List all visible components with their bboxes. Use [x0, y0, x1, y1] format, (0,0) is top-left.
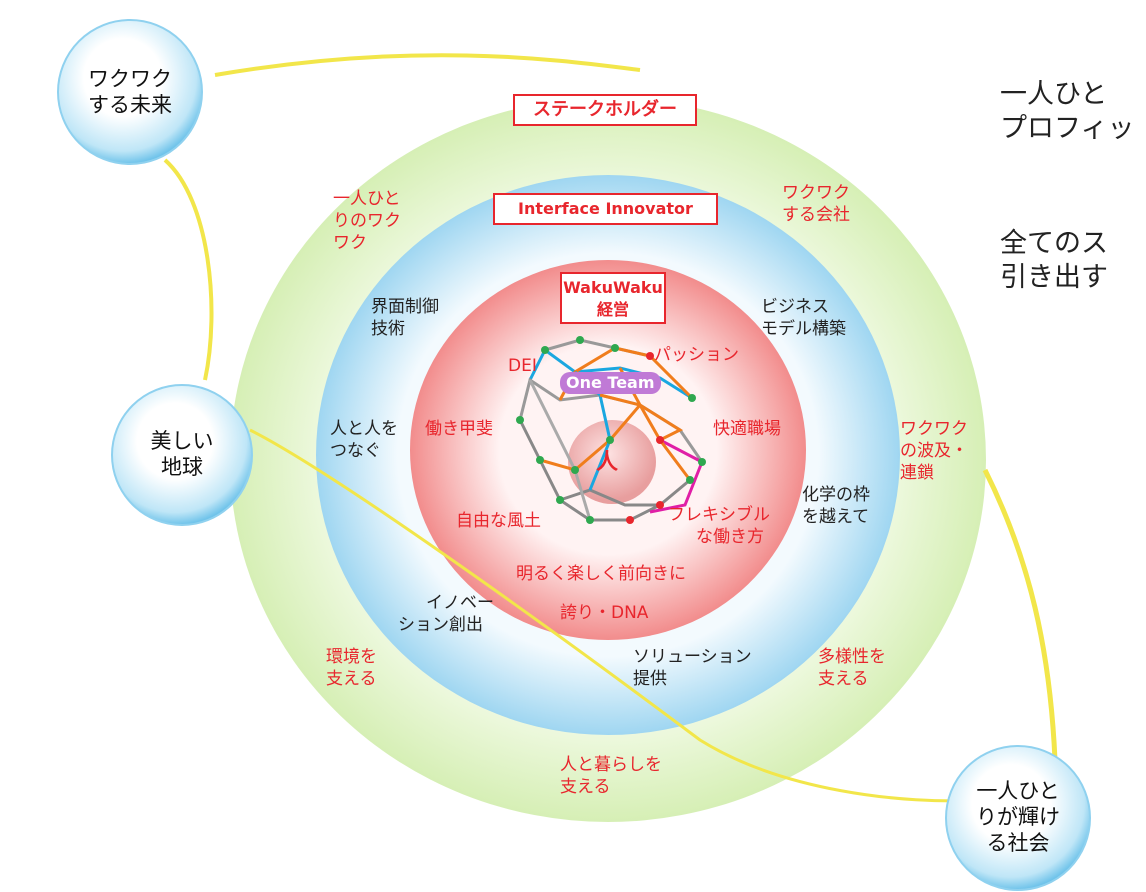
- item-bright: 明るく楽しく前向きに: [516, 564, 686, 584]
- bubble-line: 美しい: [150, 429, 214, 453]
- orbit-line-front: [249, 428, 986, 803]
- item-flexible: フレキシブル な働き方: [668, 504, 770, 548]
- text-line: ワク: [333, 233, 367, 253]
- inner-ring-label-line: 経営: [596, 300, 629, 319]
- bubble-line: りが輝け: [976, 805, 1060, 829]
- item-wakuwaku-spread: ワクワク の波及・ 連鎖: [900, 418, 968, 484]
- middle-ring-label: Interface Innovator: [493, 193, 718, 225]
- item-wakuwaku-company: ワクワク する会社: [782, 182, 850, 226]
- inner-ring-label-line: WakuWaku: [563, 278, 663, 297]
- text-line: 人と人を: [330, 419, 398, 439]
- outer-ring-label: ステークホルダー: [513, 94, 697, 126]
- bubble-mid-left: [111, 384, 253, 526]
- side-text-2: プロフィッ: [1000, 113, 1135, 144]
- text-line: ワクワク: [782, 183, 850, 203]
- bubble-line: する未来: [88, 93, 172, 117]
- network-nodes: [516, 336, 706, 524]
- text-line: 支える: [818, 669, 869, 689]
- bubble-mid-left-text: 美しい 地球: [132, 428, 232, 480]
- inner-ring-label: WakuWaku 経営: [560, 272, 666, 324]
- text-line: つなぐ: [330, 441, 381, 461]
- item-support-diversity: 多様性を 支える: [818, 646, 886, 690]
- text-line: イノベー: [426, 593, 494, 613]
- item-dei: DEI: [508, 356, 537, 376]
- text-line: な働き方: [696, 527, 764, 547]
- item-pride: 誇り・DNA: [560, 603, 649, 623]
- orbit-line-right: [982, 468, 1058, 761]
- text-line: モデル構築: [761, 319, 846, 339]
- bubble-line: 一人ひと: [976, 779, 1060, 803]
- text-line: を越えて: [802, 507, 870, 527]
- bubble-bottom-right-text: 一人ひと りが輝け る社会: [963, 778, 1073, 856]
- text-line: 多様性を: [818, 647, 886, 667]
- text-line: の波及・: [900, 441, 968, 461]
- text-line: 界面制御: [371, 297, 439, 317]
- text-line: 支える: [326, 669, 377, 689]
- core-sphere: [568, 420, 656, 504]
- text-line: ソリューション: [633, 647, 752, 667]
- text-line: 連鎖: [900, 463, 934, 483]
- item-solution: ソリューション 提供: [633, 646, 752, 690]
- item-worth: 働き甲斐: [425, 419, 493, 439]
- orbit-line-left: [163, 158, 214, 381]
- item-passion: パッション: [654, 345, 739, 365]
- side-text-3: 全てのス: [1000, 228, 1108, 259]
- text-line: 提供: [633, 669, 667, 689]
- item-free-culture: 自由な風土: [456, 511, 541, 531]
- item-wakuwaku-person: 一人ひと りのワク ワク: [333, 188, 401, 254]
- bubble-top-left: [57, 19, 203, 165]
- text-line: ション創出: [398, 615, 483, 635]
- text-line: 人と暮らしを: [560, 755, 662, 775]
- item-connect-people: 人と人を つなぐ: [330, 418, 398, 462]
- item-beyond-chemistry: 化学の枠 を越えて: [802, 484, 870, 528]
- text-line: 化学の枠: [802, 485, 870, 505]
- item-business-model: ビジネス モデル構築: [761, 296, 846, 340]
- item-innovation: イノベー ション創出: [398, 592, 494, 636]
- text-line: する会社: [782, 205, 850, 225]
- text-line: 技術: [371, 319, 405, 339]
- text-line: りのワク: [333, 211, 401, 231]
- side-text-1: 一人ひと: [1000, 79, 1108, 110]
- side-text-4: 引き出す: [1000, 262, 1108, 293]
- orbit-line-back: [214, 53, 641, 77]
- core-person-label: 人: [596, 450, 619, 475]
- item-support-life: 人と暮らしを 支える: [560, 754, 662, 798]
- text-line: ビジネス: [761, 297, 829, 317]
- bubble-top-left-text: ワクワク する未来: [70, 66, 190, 118]
- bubble-line: 地球: [161, 455, 203, 479]
- text-line: 一人ひと: [333, 189, 401, 209]
- item-support-env: 環境を 支える: [326, 646, 377, 690]
- one-team-label: One Team: [560, 372, 661, 394]
- text-line: ワクワク: [900, 419, 968, 439]
- item-interface-control: 界面制御 技術: [371, 296, 439, 340]
- bubble-line: ワクワク: [88, 67, 172, 91]
- text-line: 支える: [560, 777, 611, 797]
- bubble-bottom-right: [945, 745, 1091, 891]
- item-comfort: 快適職場: [713, 419, 781, 439]
- text-line: フレキシブル: [668, 505, 770, 525]
- bubble-line: る社会: [986, 831, 1050, 855]
- text-line: 環境を: [326, 647, 377, 667]
